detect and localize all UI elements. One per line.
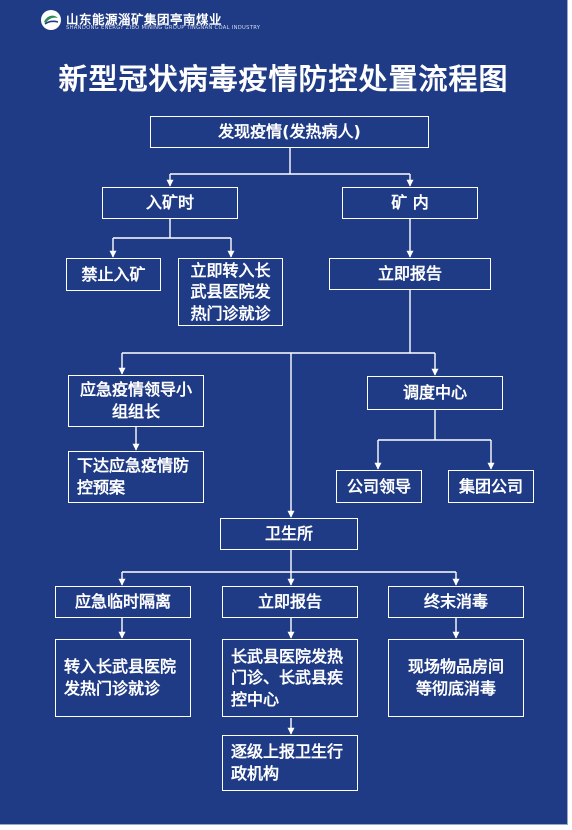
node-issue-plan: 下达应急疫情防控预案 — [68, 451, 204, 503]
node-in-mine: 矿 内 — [342, 187, 478, 219]
node-dispatch-center: 调度中心 — [367, 376, 503, 410]
node-report-immediately-2: 立即报告 — [222, 586, 358, 618]
node-notify-hospital-cdc: 长武县医院发热门诊、长武县疾控中心 — [222, 639, 358, 717]
node-transfer-fever-clinic: 转入长武县医院发热门诊就诊 — [55, 639, 191, 717]
node-company-leaders: 公司领导 — [336, 470, 422, 503]
company-name: 山东能源淄矿集团亭南煤业 — [66, 12, 223, 27]
node-group-company: 集团公司 — [448, 470, 534, 503]
node-entering-mine: 入矿时 — [102, 187, 238, 219]
node-report-immediately: 立即报告 — [329, 258, 491, 290]
company-name-en: SHANDONG ENERGY ZIBO MINING GROUP TINGNA… — [66, 25, 261, 31]
node-temp-isolation: 应急临时隔离 — [55, 586, 191, 618]
node-transfer-hospital: 立即转入长武县医院发热门诊就诊 — [178, 258, 283, 326]
company-logo-icon — [41, 10, 61, 30]
node-forbid-entry: 禁止入矿 — [66, 258, 161, 291]
node-report-health-admin: 逐级上报卫生行政机构 — [222, 735, 358, 791]
node-final-disinfection: 终末消毒 — [388, 586, 524, 618]
node-emergency-leader: 应急疫情领导小组组长 — [68, 375, 204, 427]
node-thorough-disinfection: 现场物品房间等彻底消毒 — [388, 639, 524, 717]
node-discover-outbreak: 发现疫情(发热病人) — [150, 116, 429, 148]
node-clinic: 卫生所 — [220, 518, 358, 550]
page-title: 新型冠状病毒疫情防控处置流程图 — [58, 62, 509, 96]
